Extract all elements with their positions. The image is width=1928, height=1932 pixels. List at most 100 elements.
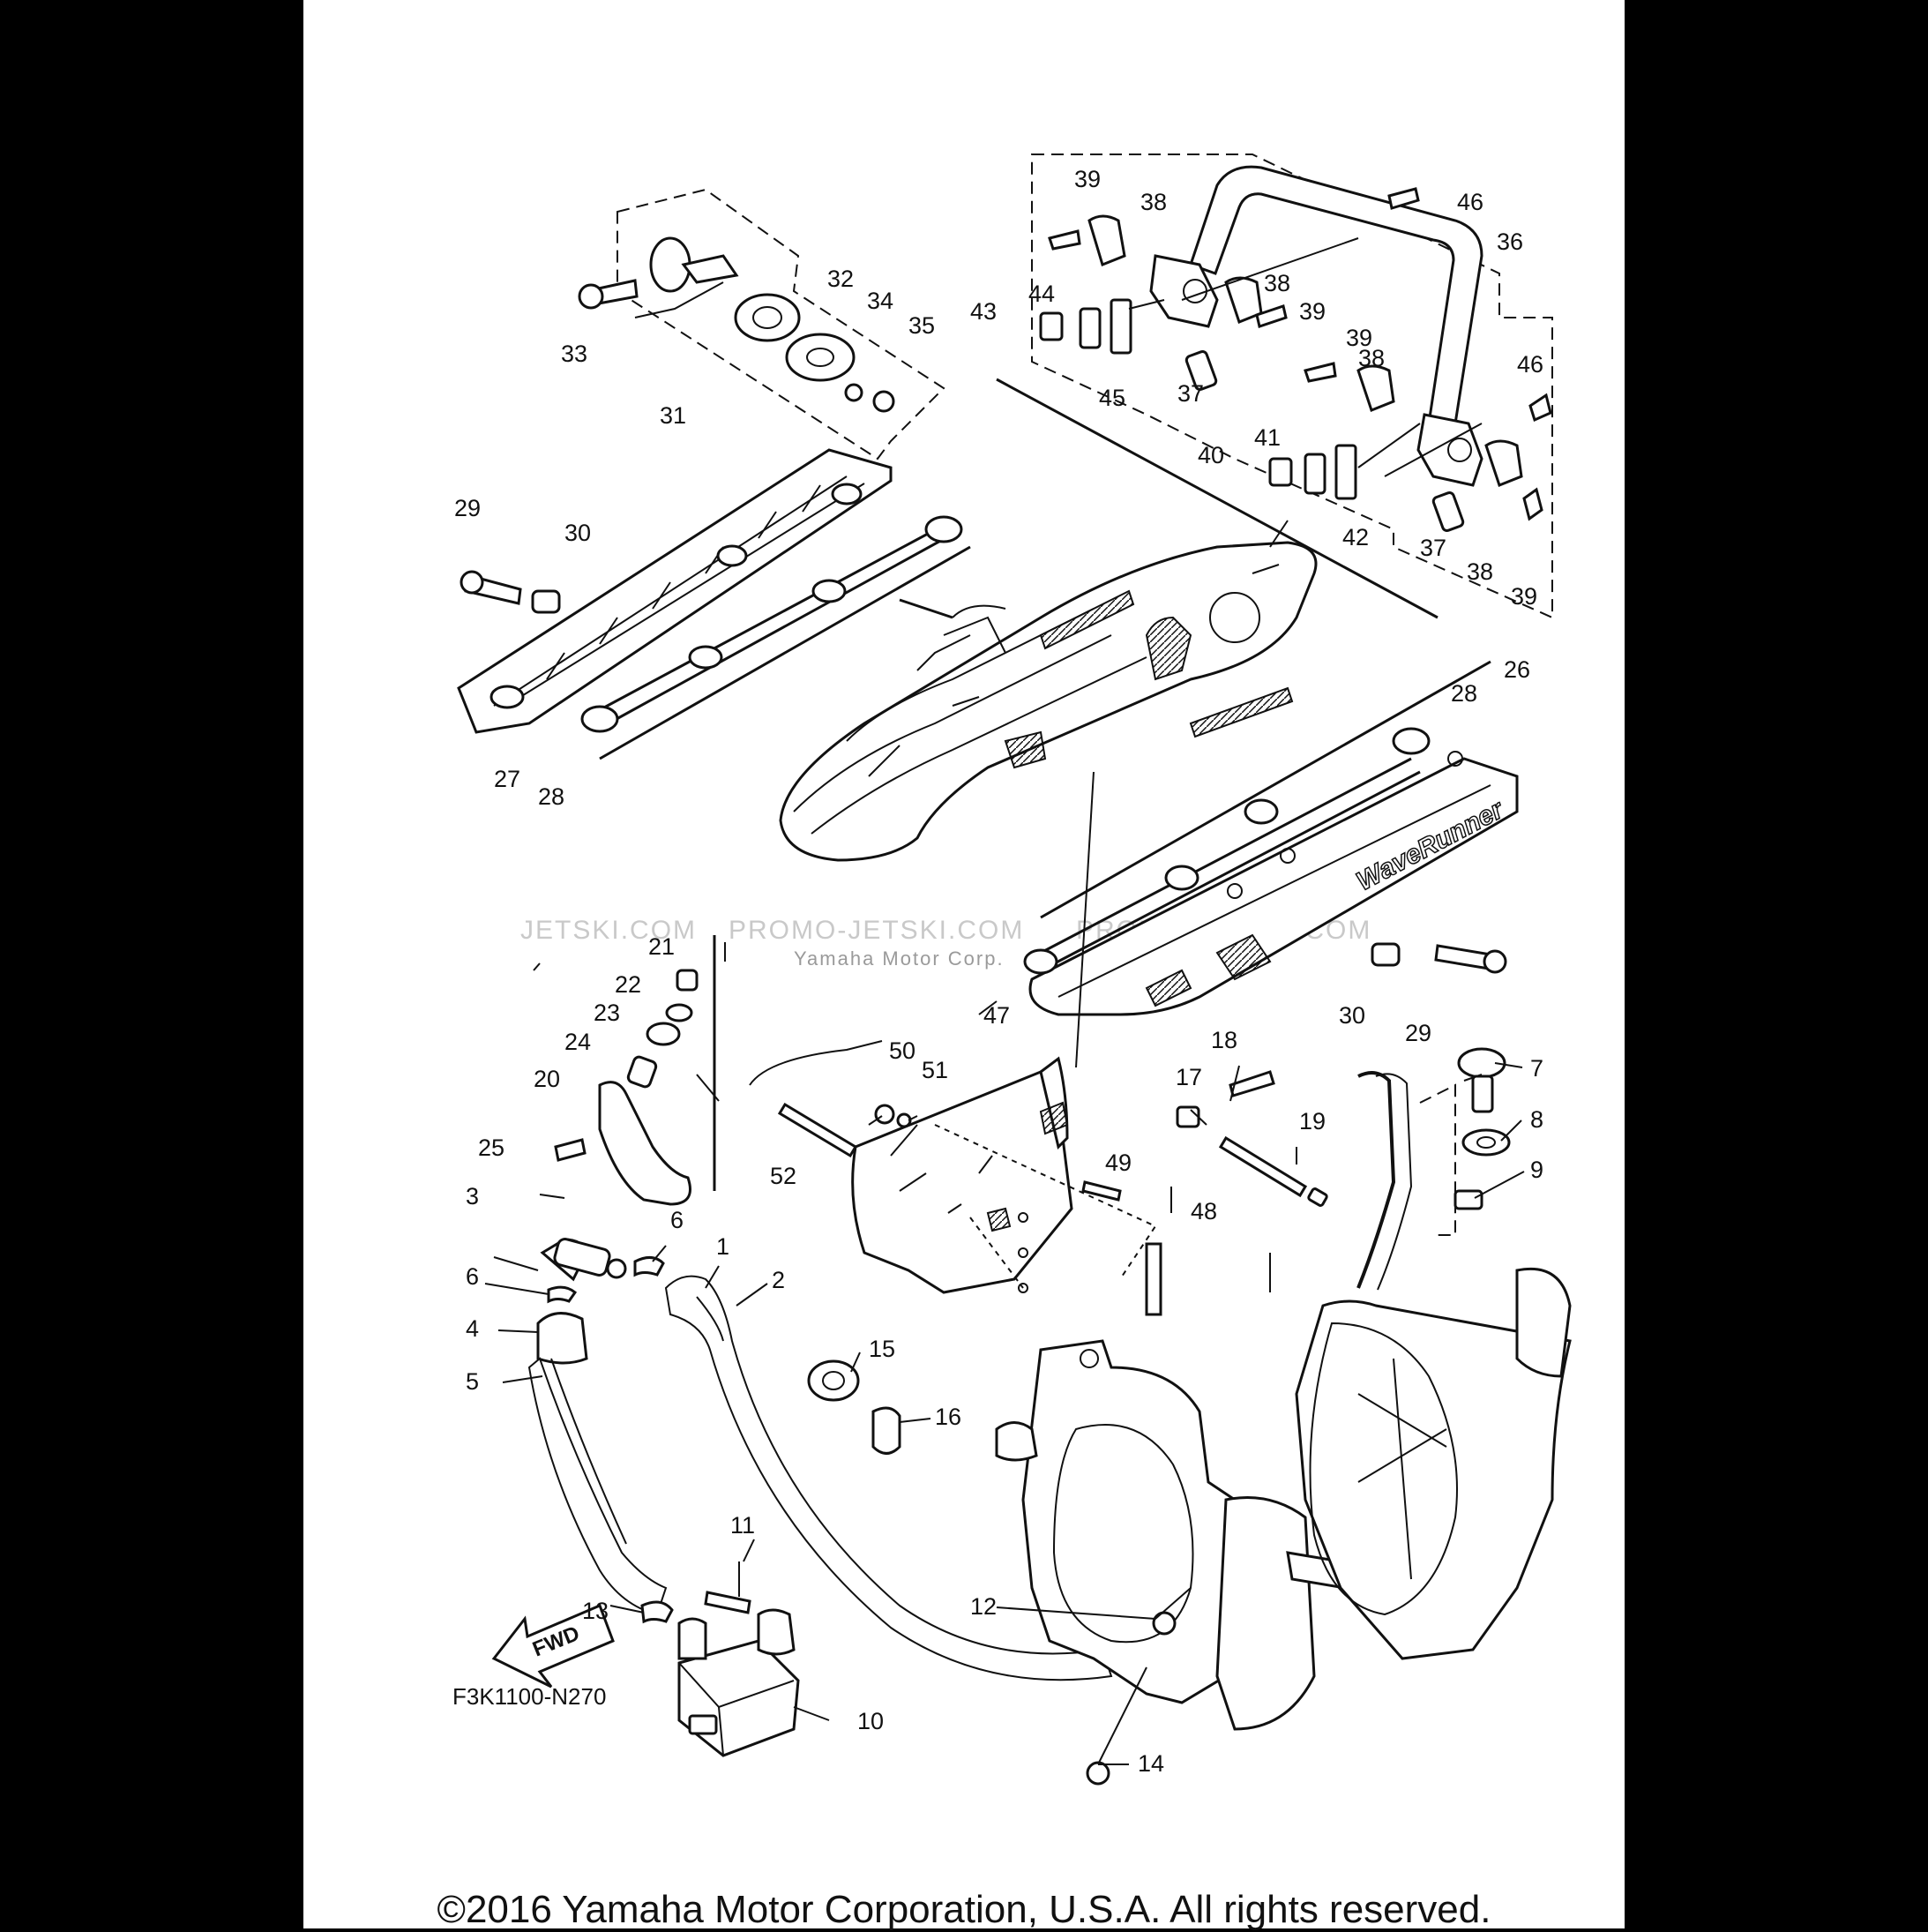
seal-15 — [807, 1359, 860, 1402]
lock-key — [681, 254, 739, 284]
collar-30 — [531, 589, 561, 614]
ride-plate-group — [749, 1040, 1162, 1316]
callout-29a: 29 — [454, 495, 481, 521]
callout-20: 20 — [534, 1066, 560, 1092]
callout-22: 22 — [615, 971, 641, 998]
leader-lines — [484, 771, 1525, 1765]
callout-19: 19 — [1299, 1108, 1326, 1134]
pin-37a — [1184, 350, 1218, 391]
bolt-46a — [1387, 187, 1420, 210]
hose-group — [527, 1238, 1113, 1681]
bolt-46b — [1528, 393, 1552, 423]
cover-38a — [1087, 214, 1126, 267]
callout-44: 44 — [1028, 281, 1055, 307]
callout-37b: 37 — [1420, 535, 1446, 561]
seat-lock-group — [578, 188, 945, 461]
diagram-code: F3K1100-N270 — [452, 1683, 606, 1710]
callout-1: 1 — [716, 1233, 729, 1260]
bolt-14 — [1086, 1761, 1110, 1786]
rivet-49 — [1081, 1180, 1122, 1202]
callout-14: 14 — [1138, 1750, 1164, 1777]
bracket-41 — [1304, 453, 1326, 495]
callout-42: 42 — [1342, 524, 1369, 550]
callout-37a: 37 — [1177, 380, 1204, 407]
callout-38d: 38 — [1467, 558, 1493, 585]
bolt-29b — [1434, 944, 1492, 970]
watermark-center: Yamaha Motor Corp. — [794, 947, 1005, 970]
bracket-20 — [598, 1081, 691, 1206]
bushing-24 — [626, 1055, 658, 1089]
callout-6b: 6 — [670, 1207, 684, 1233]
rail-body-27 — [457, 448, 893, 734]
hose-nipple — [995, 1421, 1038, 1462]
callout-39c: 39 — [1346, 325, 1372, 351]
callout-39a: 39 — [1074, 166, 1101, 192]
callout-17: 17 — [1176, 1064, 1202, 1090]
side-decal-strip — [1189, 686, 1294, 738]
callout-30a: 30 — [564, 520, 591, 546]
callout-31: 31 — [660, 402, 686, 429]
seal-16 — [871, 1406, 901, 1455]
rivet-11 — [704, 1591, 751, 1614]
watermark-left: JETSKI.COM — [520, 916, 697, 945]
clip-48 — [1145, 1242, 1162, 1316]
callout-15: 15 — [869, 1336, 895, 1362]
washer-34 — [844, 383, 863, 402]
callout-3: 3 — [466, 1183, 479, 1209]
hull-outline — [779, 541, 1318, 862]
bushing-28b — [1392, 727, 1431, 755]
hose-5 — [527, 1357, 668, 1616]
seat-grip-pad — [1039, 589, 1135, 650]
callout-50: 50 — [889, 1037, 915, 1064]
callout-7: 7 — [1530, 1055, 1543, 1082]
callout-13: 13 — [582, 1598, 609, 1624]
plate-45 — [1110, 298, 1132, 355]
copyright-notice: ©2016 Yamaha Motor Corporation, U.S.A. A… — [437, 1888, 1491, 1931]
callout-40: 40 — [1198, 442, 1224, 468]
callout-25: 25 — [478, 1134, 504, 1161]
callout-2: 2 — [772, 1267, 785, 1293]
cover-38c — [1356, 364, 1395, 412]
rail-body-26 — [1028, 757, 1519, 1016]
callout-4: 4 — [466, 1315, 479, 1342]
callout-52: 52 — [770, 1163, 796, 1189]
cable-tie-19 — [1218, 1135, 1308, 1198]
callout-9: 9 — [1530, 1157, 1543, 1183]
callout-30b: 30 — [1339, 1002, 1365, 1029]
screw-39d — [1522, 487, 1543, 521]
bolt-25 — [554, 1138, 587, 1162]
callout-24: 24 — [564, 1029, 591, 1055]
callout-43: 43 — [970, 298, 997, 325]
callout-32: 32 — [827, 266, 854, 292]
plate-42 — [1334, 444, 1357, 500]
cover-38b — [1224, 276, 1263, 324]
nut-35 — [872, 390, 895, 413]
nut-21 — [676, 969, 699, 992]
control-module-group — [677, 1591, 800, 1757]
clamp-13 — [640, 1600, 674, 1624]
handle-mount-right — [1416, 413, 1483, 487]
plug-40 — [1268, 457, 1293, 487]
clamp-6b — [633, 1256, 665, 1277]
watercraft-hull — [779, 520, 1318, 862]
lock-housing — [734, 293, 801, 342]
callout-5: 5 — [466, 1368, 479, 1395]
bushing-28 — [580, 705, 619, 733]
footwell-hatch — [1145, 616, 1192, 681]
callout-51: 51 — [922, 1057, 948, 1083]
callout-6a: 6 — [466, 1263, 479, 1290]
callout-10: 10 — [857, 1708, 884, 1734]
callout-11: 11 — [730, 1512, 755, 1539]
callout-12: 12 — [970, 1593, 997, 1620]
left-sponson-rail — [457, 448, 971, 760]
callout-47: 47 — [983, 1002, 1010, 1029]
callout-35: 35 — [908, 312, 935, 339]
tow-eye-bracket-group — [554, 935, 716, 1206]
callout-48: 48 — [1191, 1198, 1217, 1224]
screw-39c — [1304, 362, 1337, 383]
cable-tie-52 — [777, 1102, 858, 1158]
callout-8: 8 — [1530, 1106, 1543, 1133]
plug-43 — [1039, 311, 1064, 341]
nut-50 — [874, 1104, 895, 1125]
